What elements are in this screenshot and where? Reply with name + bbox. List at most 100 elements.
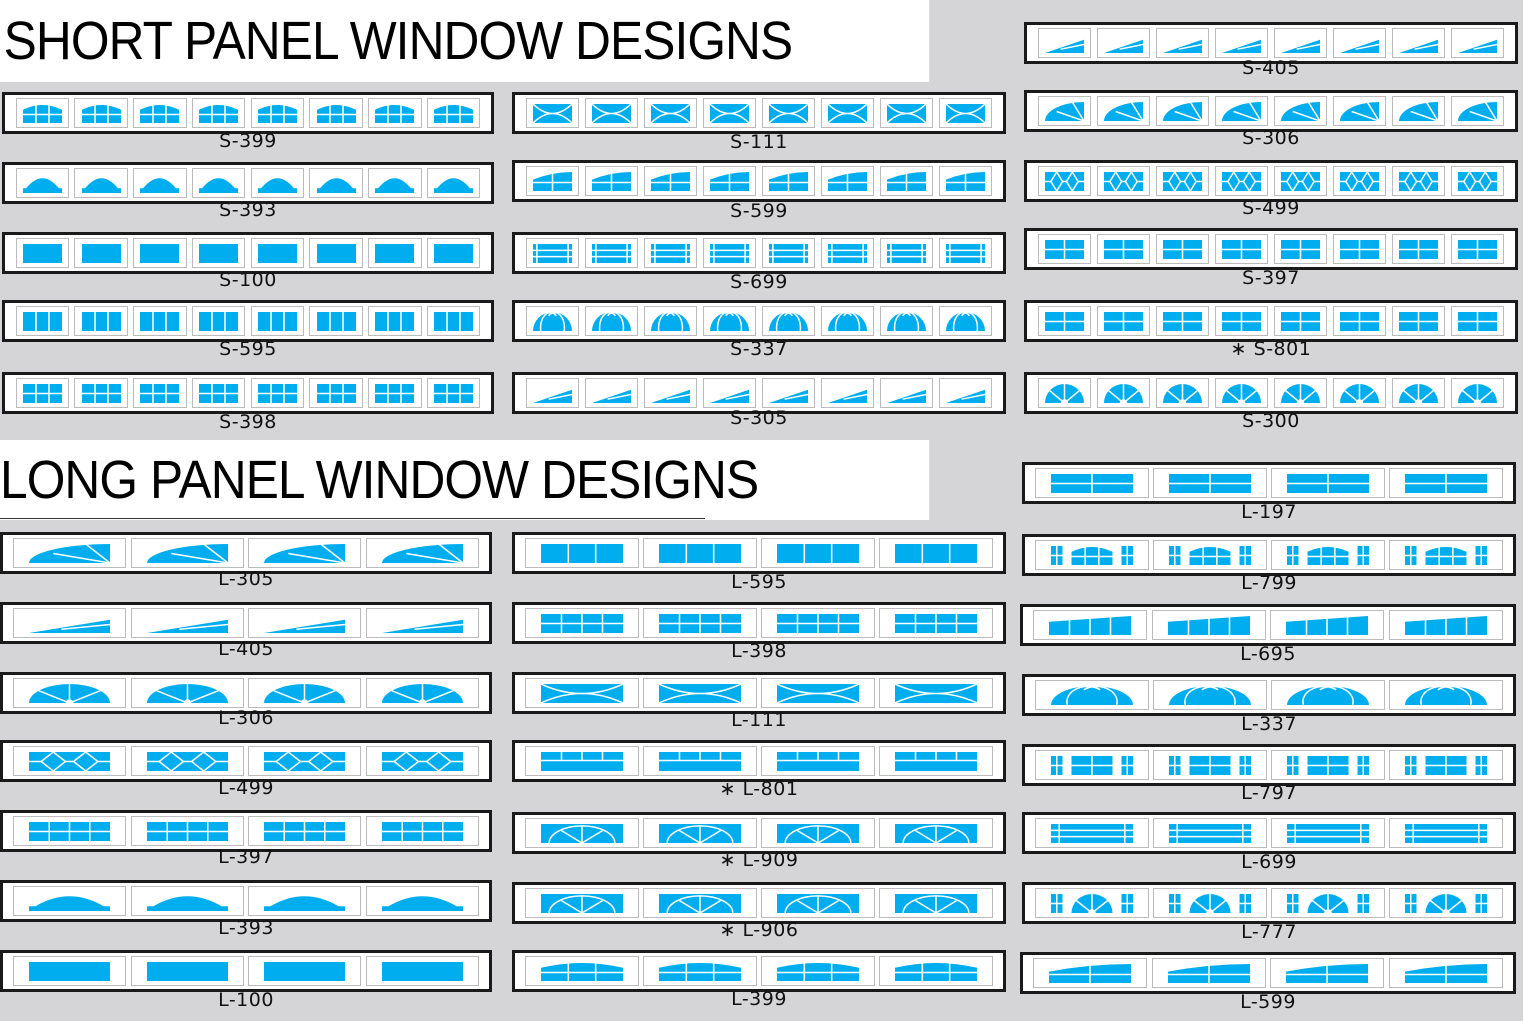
window-design-s-305[interactable] xyxy=(512,372,1006,414)
window-design-l-797[interactable] xyxy=(1022,744,1516,786)
window-design-s-397[interactable] xyxy=(1024,228,1518,270)
window-pane xyxy=(820,306,875,336)
design-code-label: L-777 xyxy=(1241,921,1297,943)
window-design-l-799[interactable] xyxy=(1022,534,1516,576)
sunray-glass-icon xyxy=(887,389,926,403)
window-design-l-801[interactable] xyxy=(512,740,1006,782)
window-pane xyxy=(643,678,757,708)
window-pane xyxy=(938,166,993,196)
window-pane xyxy=(13,678,127,708)
window-pane xyxy=(1270,958,1385,988)
sunray-glass-icon xyxy=(769,389,808,403)
window-design-l-197[interactable] xyxy=(1022,462,1516,504)
window-pane xyxy=(1214,378,1269,408)
window-pane xyxy=(1273,234,1328,264)
window-pane xyxy=(643,98,698,128)
window-design-l-100[interactable] xyxy=(0,950,492,992)
hbar-glass-icon xyxy=(1399,311,1438,331)
window-design-s-801[interactable] xyxy=(1024,300,1518,342)
window-pane xyxy=(130,956,244,986)
sunburst-rect-glass-icon xyxy=(895,893,977,913)
grid2x3-glass-icon xyxy=(375,383,415,403)
window-pane xyxy=(1037,234,1092,264)
window-design-l-398[interactable] xyxy=(512,602,1006,644)
window-pane xyxy=(133,98,187,128)
window-design-l-393[interactable] xyxy=(0,880,492,922)
window-design-s-399[interactable] xyxy=(2,92,494,134)
design-code-label: L-197 xyxy=(1241,501,1297,523)
window-design-s-599[interactable] xyxy=(512,160,1006,202)
arch-grid-glass-icon xyxy=(659,961,741,981)
grid2x3-glass-icon xyxy=(434,383,474,403)
window-design-l-111[interactable] xyxy=(512,672,1006,714)
sunburst-glass-icon xyxy=(1340,383,1379,403)
quarter-grid-glass-icon xyxy=(651,171,690,191)
window-design-l-397[interactable] xyxy=(0,810,492,852)
window-design-s-100[interactable] xyxy=(2,232,494,274)
sunburst-glass-icon xyxy=(1163,383,1202,403)
window-design-s-499[interactable] xyxy=(1024,160,1518,202)
quarter-grid-glass-icon xyxy=(1404,963,1487,983)
window-design-s-337[interactable] xyxy=(512,300,1006,342)
window-pane xyxy=(1037,378,1092,408)
arch-grid-glass-icon xyxy=(375,103,415,123)
window-pane xyxy=(1033,610,1148,640)
window-pane xyxy=(1096,166,1151,196)
vbars3-glass-icon xyxy=(140,311,180,331)
window-design-l-906[interactable] xyxy=(512,882,1006,924)
design-code-label: L-100 xyxy=(218,989,274,1011)
vbars3-glass-icon xyxy=(659,543,741,563)
window-design-l-399[interactable] xyxy=(512,950,1006,992)
window-design-s-306[interactable] xyxy=(1024,90,1518,132)
hbar4-glass-icon xyxy=(541,751,623,771)
side-grid-sun-glass-icon xyxy=(1051,893,1133,913)
window-pane xyxy=(250,168,305,198)
arch-grid-glass-icon xyxy=(895,961,977,981)
window-design-l-499[interactable] xyxy=(0,740,492,782)
window-pane xyxy=(1388,958,1503,988)
sunray-glass-icon xyxy=(946,389,985,403)
window-design-s-398[interactable] xyxy=(2,372,494,414)
window-design-l-599[interactable] xyxy=(1020,952,1516,994)
window-design-s-699[interactable] xyxy=(512,232,1006,274)
design-code-label: L-695 xyxy=(1240,643,1296,665)
window-pane xyxy=(13,746,127,776)
window-pane xyxy=(130,538,244,568)
window-pane xyxy=(309,168,363,198)
window-pane xyxy=(643,608,757,638)
sunray-glass-icon xyxy=(1399,39,1438,53)
window-design-l-405[interactable] xyxy=(0,602,492,644)
sunray-glass-icon xyxy=(1163,39,1202,53)
window-pane xyxy=(761,888,875,918)
window-design-l-595[interactable] xyxy=(512,532,1006,574)
window-design-l-699[interactable] xyxy=(1022,812,1516,854)
window-design-s-393[interactable] xyxy=(2,162,494,204)
window-pane xyxy=(584,238,639,268)
window-pane xyxy=(191,168,246,198)
window-pane xyxy=(1033,958,1148,988)
dome-glass-icon xyxy=(434,177,474,193)
window-pane xyxy=(74,306,128,336)
window-design-s-111[interactable] xyxy=(512,92,1006,134)
window-design-l-695[interactable] xyxy=(1020,604,1516,646)
window-design-l-909[interactable] xyxy=(512,812,1006,854)
design-code-label: L-797 xyxy=(1241,782,1297,804)
design-code-label: L-405 xyxy=(218,638,274,660)
window-design-l-306[interactable] xyxy=(0,672,492,714)
window-pane xyxy=(1153,540,1267,570)
window-pane xyxy=(938,378,993,408)
window-design-s-405[interactable] xyxy=(1024,22,1518,64)
window-pane xyxy=(1391,378,1446,408)
window-design-l-777[interactable] xyxy=(1022,882,1516,924)
diamond-glass-icon xyxy=(1340,171,1379,191)
window-design-s-595[interactable] xyxy=(2,300,494,342)
window-design-l-305[interactable] xyxy=(0,532,492,574)
window-design-s-300[interactable] xyxy=(1024,372,1518,414)
window-pane xyxy=(1271,750,1385,780)
plain-glass-icon xyxy=(22,243,62,263)
window-pane xyxy=(938,306,993,336)
window-design-l-337[interactable] xyxy=(1022,674,1516,716)
grid2x4-glass-icon xyxy=(264,821,346,841)
window-pane xyxy=(191,98,246,128)
window-pane xyxy=(250,378,305,408)
